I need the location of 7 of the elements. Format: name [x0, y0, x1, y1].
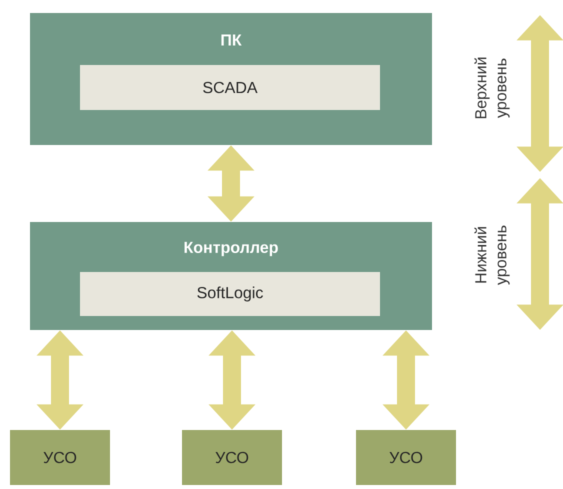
level-label: Нижний уровень [474, 226, 510, 285]
device-box: УСО [356, 430, 456, 485]
device-box: УСО [182, 430, 282, 485]
level-label: Верхний уровень [474, 58, 510, 118]
software-box: SoftLogic [80, 272, 380, 316]
software-box: SCADA [80, 65, 380, 110]
device-box: УСО [10, 430, 110, 485]
